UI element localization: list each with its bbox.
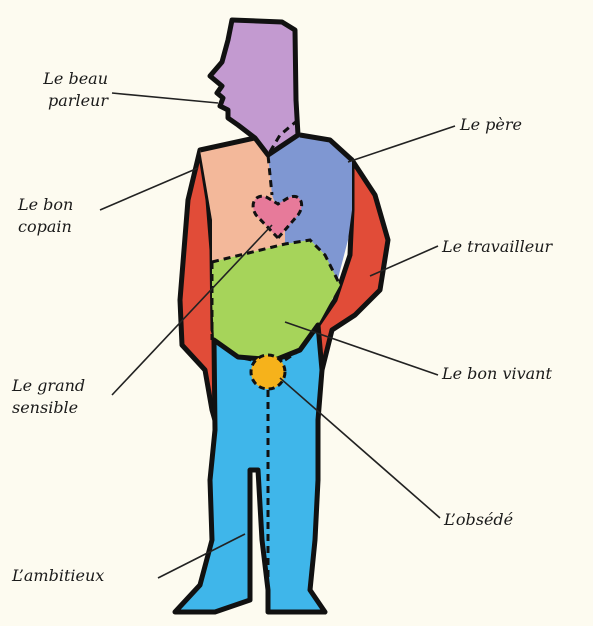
head-region bbox=[210, 20, 298, 155]
leader-bon-copain bbox=[100, 168, 198, 210]
label-beau-parleur-line2: parleur bbox=[10, 90, 108, 112]
label-pere: Le père bbox=[460, 114, 522, 136]
leader-beau-parleur bbox=[112, 93, 218, 103]
label-beau-parleur: Le beau parleur bbox=[10, 68, 108, 112]
label-bon-copain-line2: copain bbox=[18, 216, 73, 238]
label-bon-copain-line1: Le bon bbox=[18, 194, 73, 216]
label-beau-parleur-line1: Le beau bbox=[10, 68, 108, 90]
leader-pere bbox=[348, 126, 455, 162]
legs-region bbox=[175, 325, 325, 612]
label-travailleur: Le travailleur bbox=[442, 236, 552, 258]
label-ambitieux: L’ambitieux bbox=[12, 565, 104, 587]
groin-region bbox=[251, 355, 285, 389]
label-obsede: L’obsédé bbox=[444, 509, 513, 531]
label-grand-sensible-line1: Le grand bbox=[12, 375, 85, 397]
label-bon-copain: Le bon copain bbox=[18, 194, 73, 238]
label-grand-sensible: Le grand sensible bbox=[12, 375, 85, 419]
label-bon-vivant: Le bon vivant bbox=[442, 363, 552, 385]
label-grand-sensible-line2: sensible bbox=[12, 397, 85, 419]
